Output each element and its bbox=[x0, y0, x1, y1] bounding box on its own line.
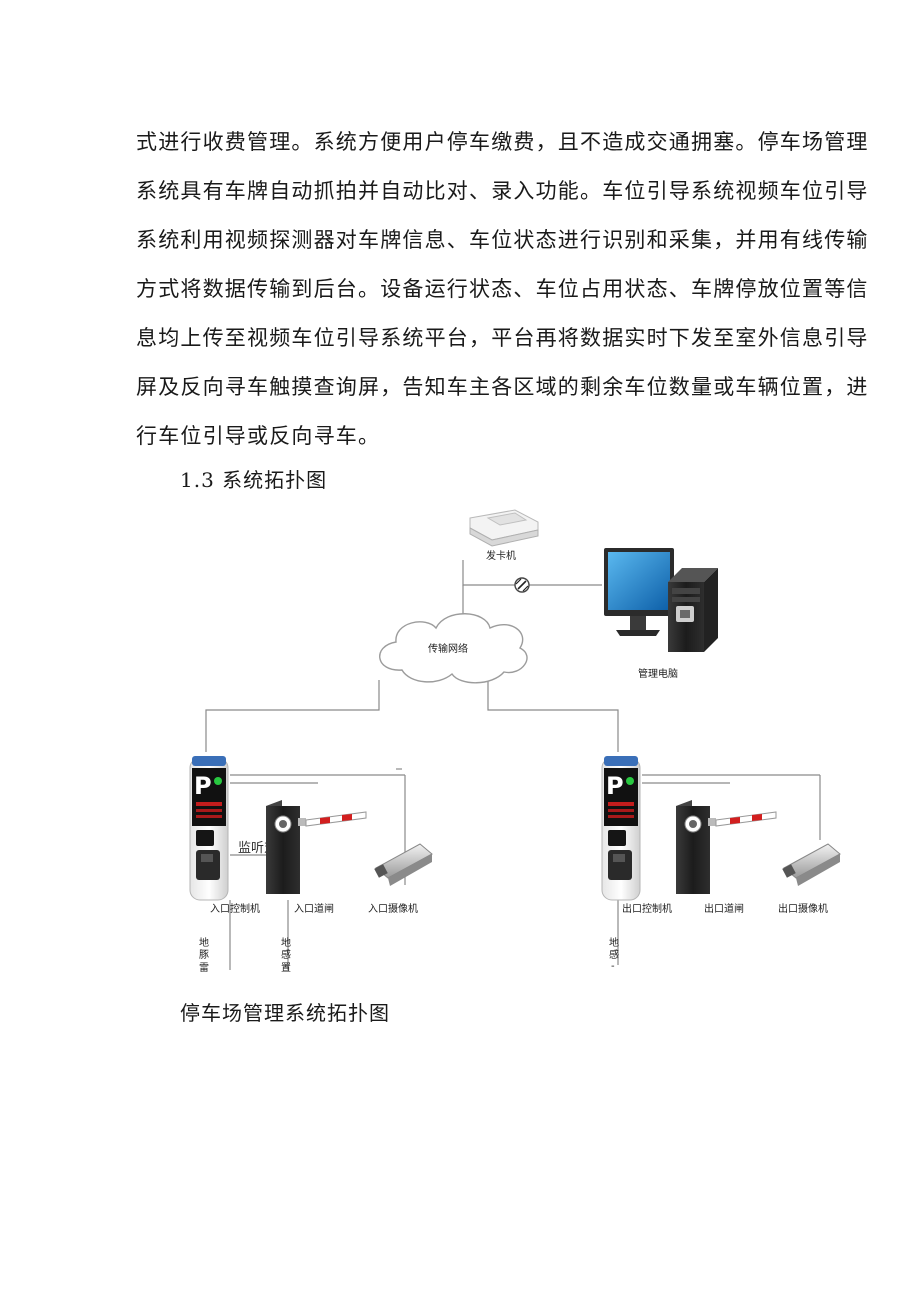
exit-camera bbox=[782, 843, 841, 886]
svg-text:感: 感 bbox=[281, 948, 291, 961]
body-paragraph: 式进行收费管理。系统方便用户停车缴费，且不造成交通拥塞。停车场管理 系统具有车牌… bbox=[136, 118, 869, 461]
entry-barrier-label: 入口道闸 bbox=[294, 902, 334, 915]
entry-controller-label: 入口控制机 bbox=[210, 902, 260, 915]
exit-parking-sign: P bbox=[606, 772, 624, 800]
exit-loop-label: 地 感 - bbox=[609, 936, 619, 972]
exit-camera-label: 出口摄像机 bbox=[778, 902, 828, 915]
connection-lines bbox=[205, 560, 821, 970]
svg-text:雷: 雷 bbox=[199, 962, 209, 974]
entry-barrier bbox=[266, 800, 367, 894]
paragraph-line: 系统利用视频探测器对车牌信息、车位状态进行识别和采集，并用有线传输 bbox=[136, 228, 869, 252]
svg-text:豚: 豚 bbox=[199, 949, 209, 961]
topology-diagram: 发卡机 管理电脑 传输网络 P 监听 bbox=[189, 509, 841, 974]
card-machine: 发卡机 bbox=[469, 509, 539, 562]
paragraph-line: 息均上传至视频车位引导系统平台，平台再将数据实时下发至室外信息引导 bbox=[136, 326, 869, 350]
network-connector-icon bbox=[514, 577, 530, 593]
entry-parking-sign: P bbox=[194, 772, 212, 800]
exit-barrier-label: 出口道闸 bbox=[704, 902, 744, 915]
management-computer: 管理电脑 bbox=[604, 548, 718, 680]
svg-text:-: - bbox=[611, 961, 615, 972]
paragraph-line: 行车位引导或反向寻车。 bbox=[136, 424, 381, 448]
network-label: 传输网络 bbox=[428, 642, 468, 655]
paragraph-line: 屏及反向寻车触摸查询屏，告知车主各区域的剩余车位数量或车辆位置，进 bbox=[136, 375, 869, 399]
figure-caption: 停车场管理系统拓扑图 bbox=[180, 1001, 390, 1025]
section-title: 1.3 系统拓扑图 bbox=[180, 468, 328, 492]
exit-controller-label: 出口控制机 bbox=[622, 902, 672, 915]
paragraph-line: 系统具有车牌自动抓拍并自动比对、录入功能。车位引导系统视频车位引导 bbox=[136, 179, 869, 203]
exit-barrier bbox=[676, 800, 777, 894]
card-machine-label: 发卡机 bbox=[486, 549, 516, 562]
entry-loop-label-2: 地 感 置 bbox=[281, 936, 291, 974]
entry-camera bbox=[374, 843, 433, 886]
network-cloud-icon: 传输网络 bbox=[379, 613, 528, 684]
computer-label: 管理电脑 bbox=[638, 667, 678, 680]
svg-text:地: 地 bbox=[199, 936, 209, 949]
exit-controller: P bbox=[601, 756, 641, 901]
paragraph-line: 方式将数据传输到后台。设备运行状态、车位占用状态、车牌停放位置等信 bbox=[136, 277, 869, 301]
entry-camera-label: 入口摄像机 bbox=[368, 902, 418, 915]
svg-text:地: 地 bbox=[281, 936, 291, 949]
svg-text:感: 感 bbox=[609, 948, 619, 961]
entry-controller: P bbox=[189, 756, 229, 901]
svg-text:置: 置 bbox=[281, 962, 291, 974]
entry-loop-label-1: 地 豚 雷 bbox=[199, 936, 209, 974]
svg-text:地: 地 bbox=[609, 936, 619, 949]
paragraph-line: 式进行收费管理。系统方便用户停车缴费，且不造成交通拥塞。停车场管理 bbox=[136, 130, 869, 154]
